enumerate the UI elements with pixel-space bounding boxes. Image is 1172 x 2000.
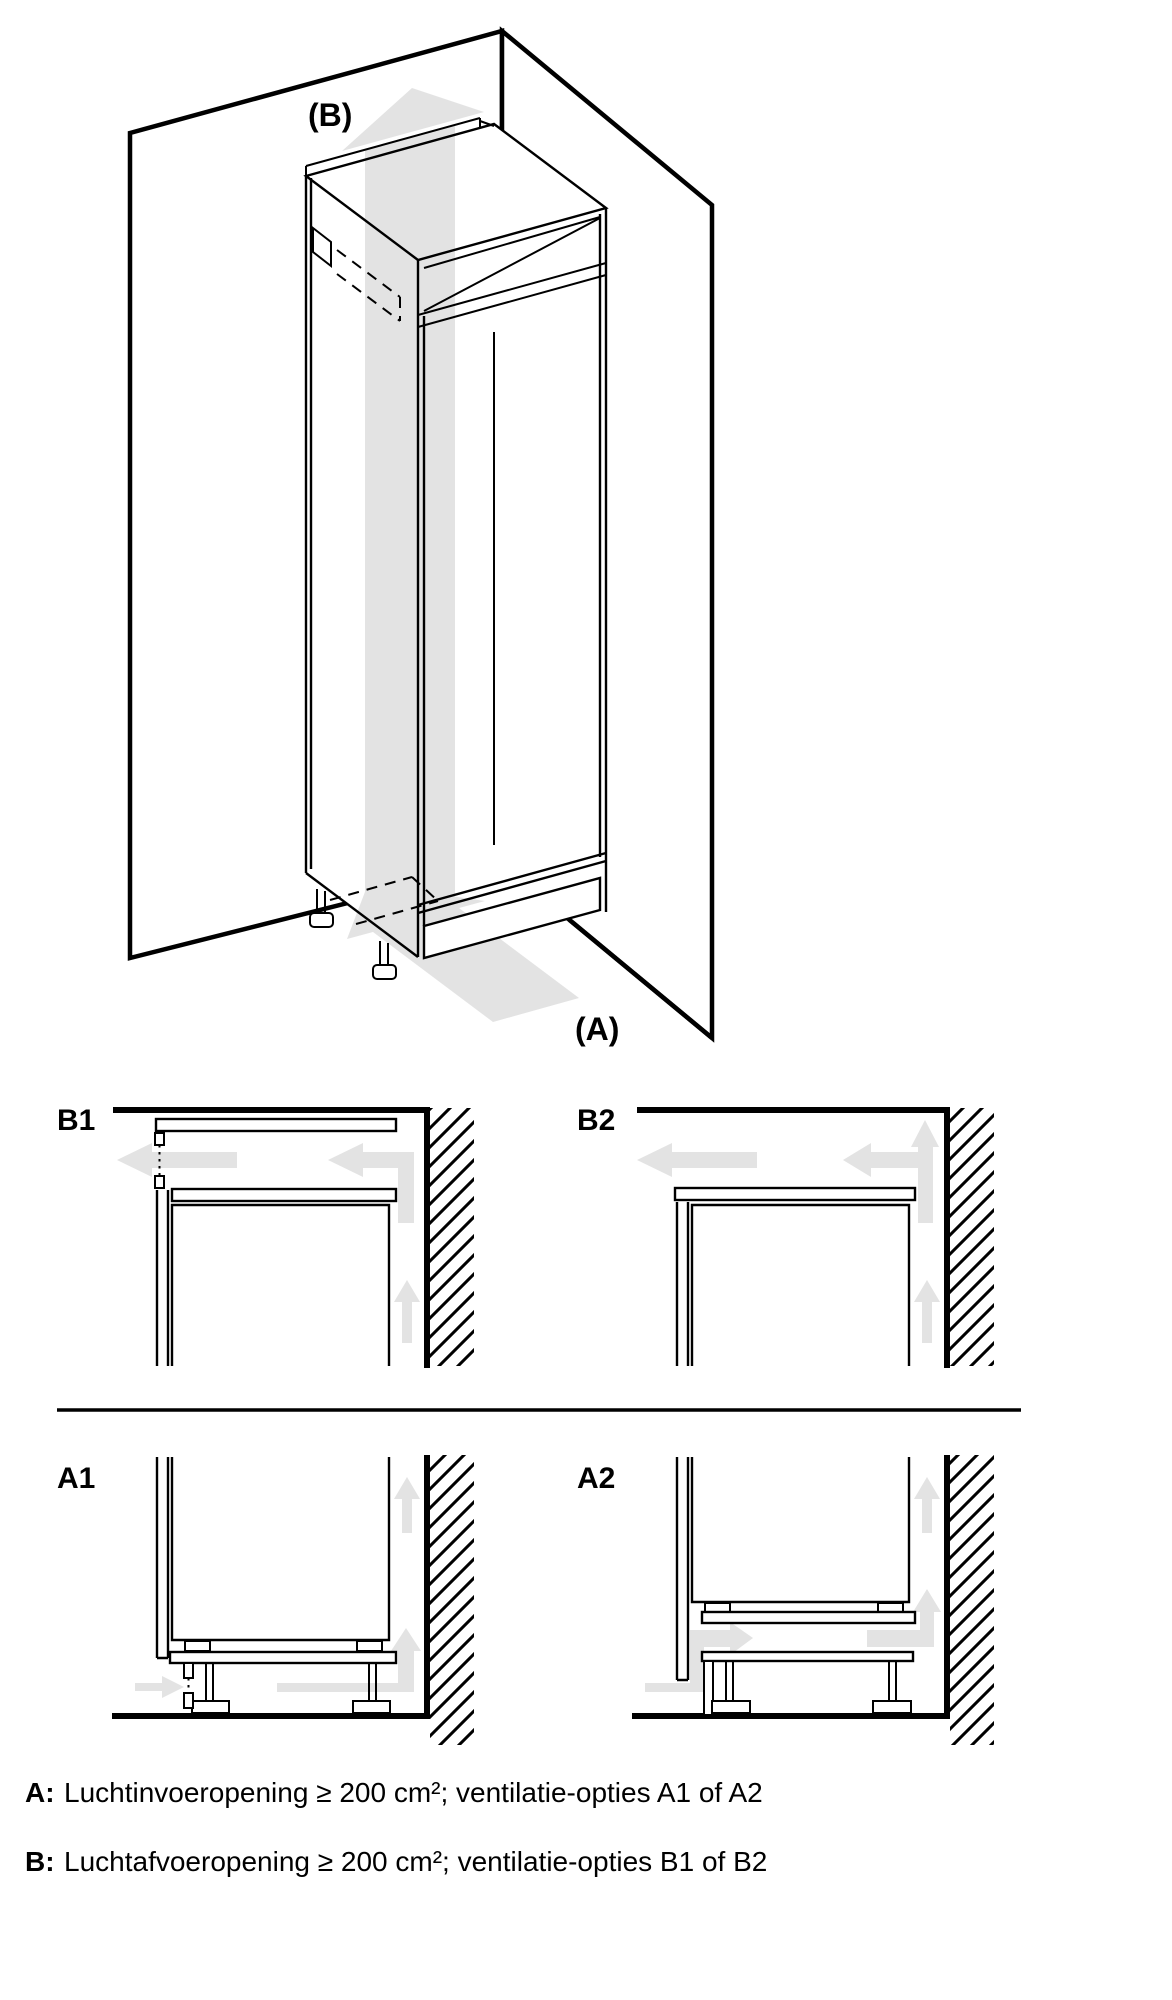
wall-hatching	[430, 1455, 474, 1745]
airflow-intake-floor-arrow	[347, 884, 579, 1022]
foot-cap-rear	[372, 964, 397, 980]
label-a2: A2	[577, 1462, 615, 1495]
raised-platform	[700, 1610, 917, 1625]
floor-vent-dashed-outline	[329, 876, 439, 925]
appliance-box	[690, 1457, 911, 1604]
leg-base-plate	[191, 1700, 230, 1714]
top-vent-frame	[417, 216, 607, 328]
panel-b2: B2	[577, 1104, 994, 1368]
label-intake-A: (A)	[575, 1011, 619, 1047]
cabinet-left-edge	[304, 176, 313, 873]
ceiling-and-wall	[637, 1107, 950, 1368]
appliance-foot-pad	[704, 1602, 731, 1613]
label-b2: B2	[577, 1104, 615, 1137]
airflow-bend-arrow	[328, 1143, 414, 1223]
support-bench	[700, 1650, 915, 1663]
airflow-up-arrow	[914, 1477, 940, 1533]
vent-gap-bottom	[154, 1175, 165, 1189]
legend-a-text: Luchtinvoeropening ≥ 200 cm²; ventilatie…	[64, 1777, 763, 1808]
label-b1: B1	[57, 1104, 95, 1137]
foot-posts	[316, 889, 389, 965]
legend-a-prefix: A:	[25, 1777, 55, 1808]
furniture-front	[155, 1457, 170, 1660]
top-cover-panel	[154, 1117, 398, 1133]
top-cover-panel	[673, 1186, 917, 1202]
wall-hatching	[950, 1455, 994, 1745]
appliance-foot-pad	[184, 1640, 211, 1652]
plinth-vent-top	[183, 1662, 194, 1679]
built-in-cabinet	[303, 117, 609, 980]
leg-base-plate	[872, 1700, 912, 1714]
furniture-front	[675, 1457, 690, 1682]
cabinet-plinth	[422, 876, 602, 960]
appliance-box	[170, 1457, 391, 1642]
foot-cap-front	[309, 912, 334, 928]
appliance-foot-pad	[356, 1640, 383, 1652]
cabinet-front-corner-edge	[416, 260, 426, 957]
niche-3d-figure: (B) (A)	[127, 26, 715, 1047]
side-vent-notch	[312, 225, 332, 269]
cabinet-right-edge	[598, 208, 608, 912]
airflow-under-bend-arrow	[277, 1628, 421, 1692]
panel-a2: A2	[577, 1455, 994, 1745]
cabinet-left-bottom-edge	[305, 872, 419, 958]
ceiling-and-wall	[113, 1107, 430, 1368]
cabinet-top-panel	[170, 1187, 398, 1203]
airflow-up-wall-arrow	[911, 1120, 939, 1223]
cabinet-floor-front-edge	[417, 851, 607, 915]
side-vent-dashed-outline	[336, 249, 401, 322]
airflow-out-arrow	[117, 1143, 237, 1177]
airflow-left-arrow	[843, 1143, 933, 1177]
cabinet-top-lip	[305, 117, 495, 176]
bench-front-post	[703, 1660, 714, 1716]
label-a1: A1	[57, 1462, 95, 1495]
appliance-box	[690, 1203, 911, 1366]
legend: A: Luchtinvoeropening ≥ 200 cm²; ventila…	[25, 1777, 767, 1877]
vent-gap-top	[154, 1132, 165, 1146]
airflow-up-arrow	[394, 1477, 420, 1533]
panel-b1: B1	[57, 1104, 474, 1368]
support-platform	[168, 1650, 398, 1665]
airflow-vertical-shaft	[365, 125, 455, 930]
airflow-in-s-arrow	[645, 1622, 753, 1692]
appliance-box	[170, 1203, 391, 1366]
furniture-front	[675, 1202, 690, 1366]
airflow-in-arrow	[135, 1676, 184, 1698]
airflow-up-arrow	[914, 1280, 940, 1343]
airflow-out-arrow	[637, 1143, 757, 1177]
legend-b-prefix: B:	[25, 1846, 55, 1877]
wall-and-floor	[632, 1455, 950, 1719]
platform-legs	[205, 1663, 377, 1701]
right-wall-bottom-edge	[564, 915, 714, 1040]
plinth-vent-bottom	[183, 1692, 194, 1709]
wall-hatching	[950, 1108, 994, 1366]
appliance-foot-pad	[877, 1602, 904, 1613]
wall-and-floor	[112, 1455, 430, 1719]
label-exhaust-B: (B)	[308, 97, 352, 133]
leg-base-plate	[711, 1700, 751, 1714]
airflow-exhaust-arrowhead	[342, 88, 484, 151]
leg-base-plate	[352, 1700, 391, 1714]
panel-a1: A1	[57, 1455, 474, 1745]
furniture-front	[155, 1190, 170, 1366]
wall-hatching	[430, 1108, 474, 1366]
airflow-up-arrow	[394, 1280, 420, 1343]
platform-legs	[725, 1661, 897, 1701]
legend-b-text: Luchtafvoeropening ≥ 200 cm²; ventilatie…	[64, 1846, 767, 1877]
airflow-channel-bend-arrow	[867, 1589, 941, 1647]
